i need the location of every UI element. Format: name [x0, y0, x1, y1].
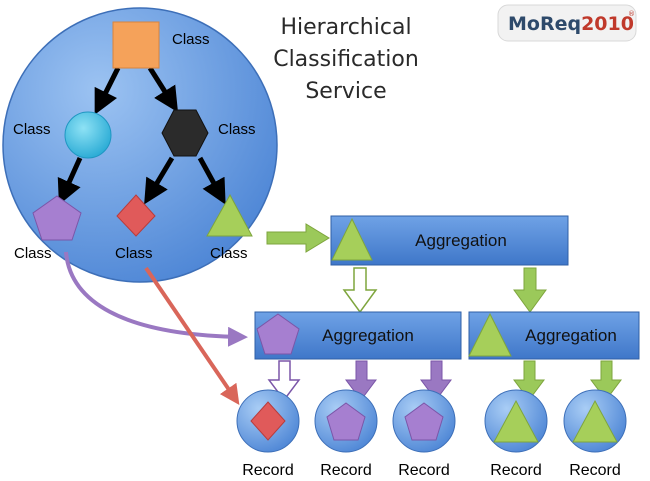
arrow-right-to-diamond [144, 156, 175, 205]
arrow-class-pentagon-to-aggregation [64, 251, 248, 347]
aggregation-middle-right-triangle-icon [468, 312, 512, 357]
record-4-triangle-icon [493, 399, 539, 443]
arrow-class-to-aggregation [266, 223, 330, 253]
arrow-aggregation-nesting-hollow [342, 267, 378, 314]
moreq2010-logo: MoReq2010 ® [497, 4, 637, 42]
class-pentagon-shape [32, 195, 82, 241]
svg-text:MoReq2010: MoReq2010 [508, 13, 634, 35]
record-label-1: Record [242, 462, 294, 479]
aggregation-top-triangle-icon [331, 217, 373, 261]
arrow-root-to-left [94, 66, 121, 115]
record-3 [392, 389, 456, 453]
arrow-aggregation-to-record-3 [420, 360, 452, 401]
record-4 [484, 389, 548, 453]
title-line-3: Service [305, 79, 386, 104]
logo-text-2010: 2010 [581, 13, 634, 35]
aggregation-middle-left-pentagon-icon [256, 313, 300, 355]
class-label-left: Class [13, 121, 51, 138]
record-3-pentagon-icon [404, 402, 444, 441]
class-label-diamond: Class [115, 245, 153, 262]
record-1-diamond-icon [250, 401, 286, 441]
record-label-3: Record [398, 462, 450, 479]
hierarchy-arrows [57, 66, 226, 205]
title-line-2: Classification [273, 47, 419, 72]
record-2 [314, 389, 378, 453]
record-label-2: Record [320, 462, 372, 479]
arrow-right-to-triangle [197, 156, 226, 205]
record-5 [563, 389, 627, 453]
arrow-aggregation-to-record-2 [345, 360, 377, 401]
arrow-class-diamond-to-record [144, 266, 240, 405]
aggregation-label-middle-left: Aggregation [322, 326, 414, 345]
logo-registered-mark: ® [628, 10, 635, 18]
class-triangle-shape [206, 193, 253, 237]
class-diamond-shape [116, 194, 156, 237]
title-line-1: Hierarchical [280, 15, 411, 40]
class-circle-shape [64, 111, 112, 159]
class-label-right: Class [218, 121, 256, 138]
class-hexagon-shape [161, 109, 209, 157]
arrow-aggregation-nesting-green [513, 267, 547, 313]
record-label-5: Record [569, 462, 621, 479]
record-2-pentagon-icon [326, 402, 366, 441]
arrow-aggregation-to-record-4 [513, 360, 545, 401]
aggregation-label-top: Aggregation [415, 231, 507, 250]
class-label-pentagon: Class [14, 245, 52, 262]
record-5-triangle-icon [572, 399, 618, 443]
arrow-left-to-pentagon [57, 156, 83, 205]
record-label-4: Record [490, 462, 542, 479]
logo-text-moreq: MoReq [508, 13, 581, 35]
arrow-aggregation-to-record-1-hollow [267, 360, 301, 402]
class-label-triangle: Class [210, 245, 248, 262]
record-1 [236, 389, 300, 453]
arrow-aggregation-to-record-5 [590, 360, 622, 401]
class-label-root: Class [172, 31, 210, 48]
arrow-root-to-right [147, 66, 179, 113]
aggregation-label-middle-right: Aggregation [525, 326, 617, 345]
class-square-shape [112, 21, 160, 69]
